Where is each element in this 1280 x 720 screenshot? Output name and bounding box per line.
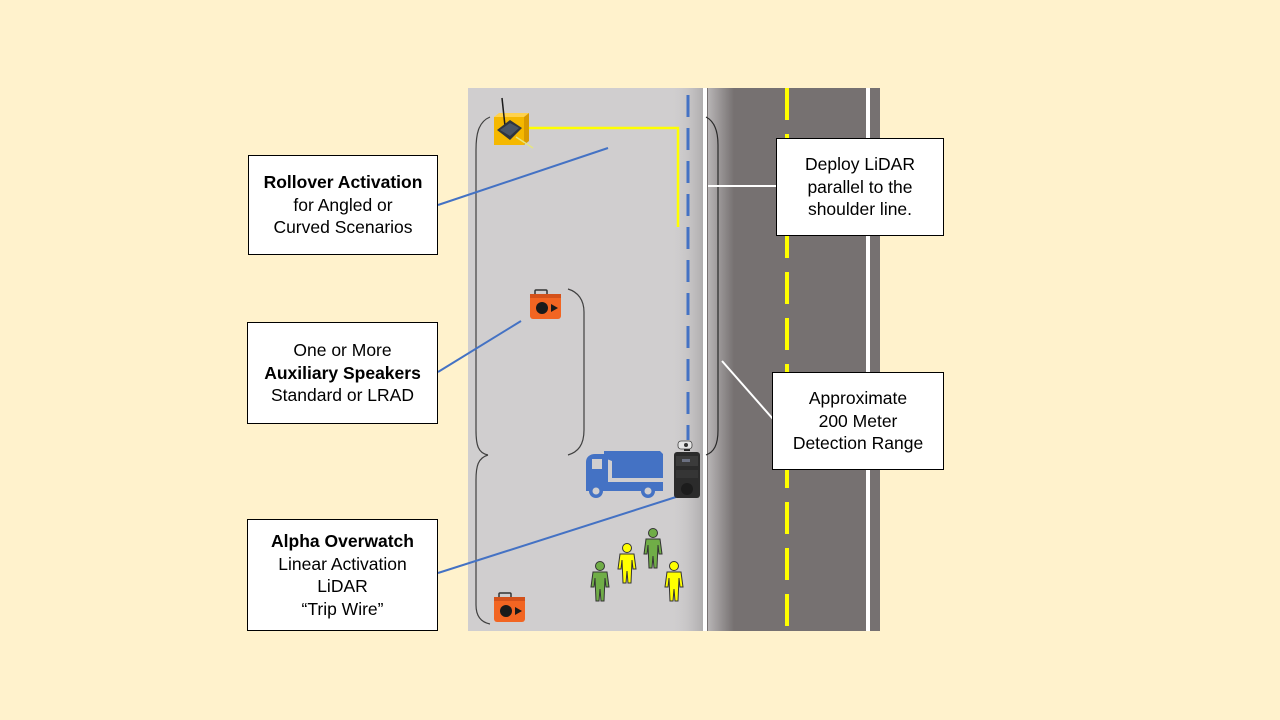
callout-alpha-title: Alpha Overwatch xyxy=(271,531,414,551)
roadway-edge-shade xyxy=(708,88,734,631)
brace-detection-range xyxy=(705,116,719,456)
brace-lower-left xyxy=(475,454,491,625)
speaker-upper-icon xyxy=(530,289,561,319)
connector-rollover xyxy=(437,147,609,206)
rollover-sensor-icon xyxy=(494,97,534,149)
shoulder-area xyxy=(468,88,706,631)
lidar-unit-icon xyxy=(674,440,700,498)
rollover-path xyxy=(525,126,680,227)
callout-speakers-line2: Standard or LRAD xyxy=(271,385,414,406)
callout-rollover-title: Rollover Activation xyxy=(263,172,423,193)
callout-speakers-title: Auxiliary Speakers xyxy=(264,362,421,383)
worker-yellow-1-icon xyxy=(617,543,637,584)
callout-detection-range: Approximate 200 Meter Detection Range xyxy=(772,372,944,470)
shoulder-line xyxy=(703,88,707,631)
callout-auxiliary-speakers: One or More Auxiliary Speakers Standard … xyxy=(247,322,438,424)
callout-alpha-line2: LiDAR xyxy=(317,576,368,596)
callout-rollover-line1: for Angled or xyxy=(293,194,393,215)
right-edge-line xyxy=(866,88,870,631)
callout-alpha-line3: “Trip Wire” xyxy=(301,598,384,619)
callout-deploy-line2: parallel to the xyxy=(807,176,913,197)
callout-deploy-lidar: Deploy LiDAR parallel to the shoulder li… xyxy=(776,138,944,236)
callout-alpha-overwatch: Alpha Overwatch Linear Activation LiDAR … xyxy=(247,519,438,631)
callout-deploy-line3: shoulder line. xyxy=(807,199,913,220)
worker-green-2-icon xyxy=(643,528,663,569)
callout-range-line2: 200 Meter xyxy=(818,410,898,431)
connector-speakers xyxy=(437,320,522,373)
callout-deploy-line1: Deploy LiDAR xyxy=(805,154,915,175)
callout-rollover-activation: Rollover Activation for Angled or Curved… xyxy=(248,155,438,255)
callout-rollover-line2: Curved Scenarios xyxy=(273,217,413,238)
speaker-lower-icon xyxy=(494,592,525,622)
callout-range-line3: Detection Range xyxy=(792,433,924,454)
callout-speakers-line0: One or More xyxy=(293,340,392,361)
worker-green-1-icon xyxy=(590,561,610,602)
connector-range xyxy=(721,360,774,420)
callout-range-line1: Approximate xyxy=(808,388,908,409)
connector-alpha xyxy=(437,496,677,574)
brace-upper-left xyxy=(475,116,491,456)
worker-yellow-2-icon xyxy=(664,561,684,602)
callout-alpha-line1: Linear Activation xyxy=(278,553,407,574)
dump-truck-icon xyxy=(586,451,663,498)
brace-speaker xyxy=(567,288,585,456)
